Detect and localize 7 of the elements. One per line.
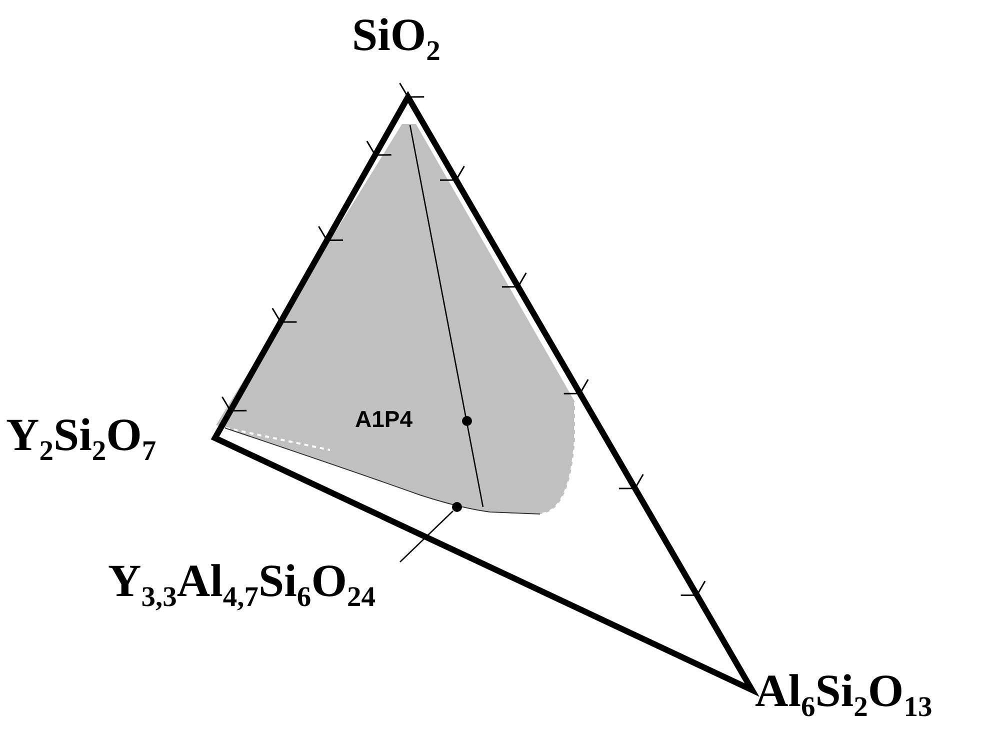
vertex-label: Y$_{2}$Si$_{2}$O$_{7}$	[6, 412, 156, 466]
compound-label: Y$_{3,3}$Al$_{4,7}$Si$_{6}$O$_{24}$	[108, 558, 376, 612]
vertex-label: Al$_{6}$Si$_{2}$O$_{13}$	[755, 668, 932, 722]
point-marker	[452, 502, 462, 512]
leader-line	[400, 510, 454, 562]
point-label: A1P4	[355, 408, 413, 431]
vertex-label: SiO$_{2}$	[352, 12, 440, 66]
